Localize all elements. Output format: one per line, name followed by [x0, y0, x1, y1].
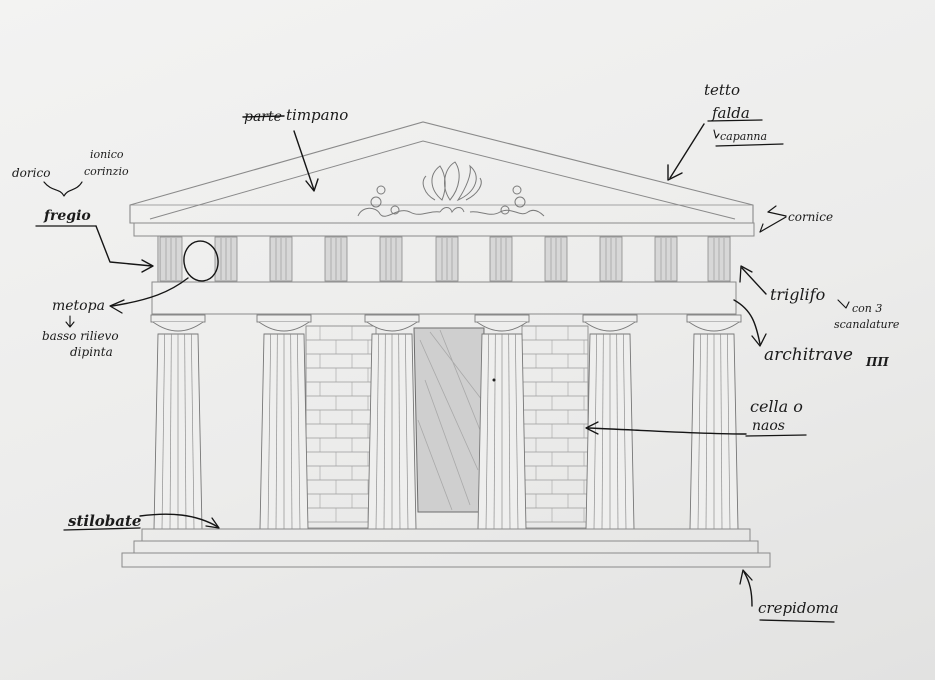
- column-row: [150, 314, 742, 530]
- column: [686, 314, 742, 530]
- timpano-text: timpano: [286, 106, 348, 124]
- ionico-text: ionico: [90, 148, 124, 161]
- base-steps: [121, 528, 771, 568]
- triglyph: [435, 236, 459, 282]
- cornice-band: [133, 222, 755, 237]
- architrave-band: [151, 281, 737, 315]
- label-cornice: cornice: [759, 205, 833, 233]
- tympanum-ornament: [357, 161, 545, 217]
- triglyph: [599, 236, 623, 282]
- label-tetto: tetto falda capanna: [667, 81, 784, 181]
- pi-symbol-text: ΠΠ: [865, 355, 889, 369]
- ink-dot: [492, 378, 496, 382]
- corinzio-text: corinzio: [84, 165, 129, 178]
- dorico-text: dorico: [12, 166, 50, 180]
- triglyph: [324, 236, 348, 282]
- label-triglifo: triglifo con 3 scanalature: [739, 265, 900, 331]
- label-crepidoma: crepidoma: [739, 569, 839, 623]
- triglyph: [544, 236, 568, 282]
- triglyph-row: [159, 236, 731, 282]
- label-architrave: architrave ΠΠ: [733, 299, 889, 369]
- naos-text: naos: [752, 418, 785, 434]
- temple-drawing: [121, 121, 771, 568]
- column: [256, 314, 312, 530]
- column: [474, 314, 530, 530]
- con3-text: con 3: [852, 302, 882, 315]
- triglifo-text: triglifo: [770, 285, 825, 304]
- tetto-text: tetto: [704, 81, 740, 99]
- cornice-text: cornice: [788, 210, 833, 224]
- frieze: [157, 235, 731, 283]
- column: [364, 314, 420, 530]
- triglyph: [654, 236, 678, 282]
- brace-mark: [43, 181, 83, 197]
- annotations: parte timpano dorico ionico corinzio fre…: [12, 81, 900, 623]
- door: [413, 327, 485, 513]
- label-timpano: parte timpano: [242, 106, 348, 192]
- dipinta-text: dipinta: [70, 345, 113, 359]
- label-stilobate: stilobate: [63, 512, 220, 531]
- triglyph: [379, 236, 403, 282]
- label-fregio: fregio: [35, 208, 154, 273]
- architrave-text: architrave: [764, 345, 853, 365]
- fregio-text: fregio: [43, 208, 91, 224]
- label-metopa: metopa basso rilievo dipinta: [42, 240, 219, 359]
- brick-panel: [521, 325, 589, 529]
- label-cella: cella o naos: [585, 397, 807, 437]
- triglyph: [214, 236, 238, 282]
- crepidoma-text: crepidoma: [758, 599, 839, 617]
- metopa-text: metopa: [52, 298, 105, 314]
- pediment: [129, 121, 754, 224]
- cella-wall: [305, 325, 589, 529]
- column: [150, 314, 206, 530]
- column: [582, 314, 638, 530]
- triglyph: [269, 236, 293, 282]
- cella-text: cella o: [750, 397, 803, 416]
- bassorilievo-text: basso rilievo: [42, 329, 119, 343]
- triglyph: [707, 236, 731, 282]
- triglyph: [159, 236, 183, 282]
- capanna-text: capanna: [720, 130, 767, 143]
- brick-panel: [305, 325, 377, 529]
- falda-text: falda: [711, 104, 750, 122]
- scanalature-text: scanalature: [834, 318, 900, 331]
- triglyph: [489, 236, 513, 282]
- stilobate-text: stilobate: [68, 512, 141, 530]
